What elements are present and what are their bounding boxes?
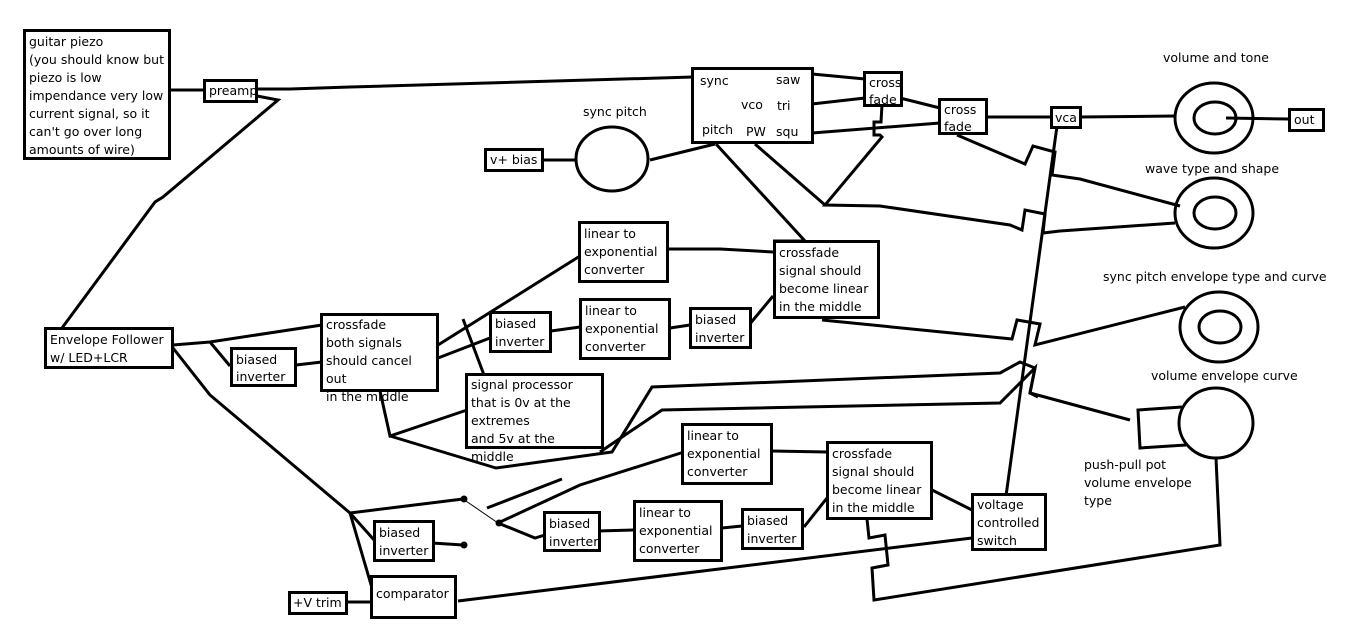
wire	[461, 318, 486, 376]
wire	[348, 512, 377, 542]
guitar-piezo-box: guitar piezo (you should know but piezo …	[23, 29, 171, 160]
wire	[754, 142, 826, 207]
vco-label: vco	[741, 97, 763, 112]
wire	[821, 104, 1176, 235]
vco-tri-port: tri	[777, 98, 791, 113]
crossfade-linear-2-box: crossfade signal should become linear in…	[826, 441, 933, 520]
vco-squ-port: squ	[776, 124, 799, 139]
volume-tone-label: volume and tone	[1163, 50, 1269, 65]
sync-env-pot-outer	[1178, 290, 1260, 364]
v-bias-box: v+ bias	[484, 148, 544, 172]
volume-tone-pot-outer	[1173, 81, 1255, 155]
biased-inverter-3-box: biased inverter	[689, 307, 752, 349]
signal-processor-box: signal processor that is 0v at the extre…	[465, 373, 604, 464]
volume-env-label: volume envelope curve	[1151, 368, 1298, 383]
wire	[486, 477, 563, 510]
wire	[771, 449, 828, 454]
vco-saw-port: saw	[776, 72, 801, 87]
crossfade-linear-1-box: crossfade signal should become linear in…	[773, 240, 880, 319]
envelope-follower-box: Envelope Follower w/ LED+LCR	[44, 327, 174, 369]
wire	[811, 121, 941, 135]
biased-inverter-2-box: biased inverter	[489, 311, 552, 353]
wire	[931, 488, 973, 512]
wire	[1079, 114, 1176, 119]
sync-env-label: sync pitch envelope type and curve	[1103, 269, 1327, 284]
wire	[721, 524, 743, 530]
lin-exp-4-box: linear to exponential converter	[633, 500, 723, 562]
crossfade-2-box: cross fade	[938, 98, 988, 135]
push-pull-switch	[1136, 405, 1187, 450]
switch-contact	[460, 495, 468, 503]
wire	[295, 360, 323, 367]
switch-contact	[460, 541, 468, 549]
wire	[348, 512, 374, 589]
preamp-box: preamp	[203, 79, 258, 103]
wire	[550, 325, 581, 333]
wire	[668, 247, 774, 254]
wave-type-label: wave type and shape	[1145, 161, 1280, 176]
biased-inverter-6-box: biased inverter	[741, 508, 804, 550]
out-box: out	[1288, 108, 1325, 132]
wire	[437, 336, 491, 360]
wire	[811, 72, 866, 81]
vco-pw-port: PW	[746, 124, 766, 139]
wire	[865, 457, 1222, 602]
wire	[172, 323, 323, 347]
wire	[171, 347, 351, 515]
vco-box: sync saw vco tri pitch PW squ	[691, 67, 814, 144]
vco-pitch-port: pitch	[702, 122, 734, 137]
wire	[256, 75, 694, 91]
switch-pivot	[495, 519, 503, 527]
wire	[899, 96, 941, 110]
crossfade-1-box: cross fade	[863, 71, 903, 107]
lin-exp-2-box: linear to exponential converter	[579, 298, 671, 360]
wave-type-pot-outer	[1173, 176, 1255, 250]
wire	[821, 305, 1186, 348]
vca-box: vca	[1050, 106, 1082, 129]
comparator-box: comparator	[370, 575, 457, 619]
wire	[208, 341, 232, 367]
voltage-switch-box: voltage controlled switch	[971, 493, 1047, 551]
v-trim-box: +V trim	[288, 591, 348, 615]
wire	[1008, 363, 1039, 399]
lin-exp-1-box: linear to exponential converter	[578, 221, 669, 283]
wire	[669, 323, 691, 330]
crossfade-cancel-box: crossfade both signals should cancel out…	[320, 313, 439, 404]
switch-lever	[462, 498, 499, 524]
wire	[497, 450, 685, 525]
wire	[60, 94, 282, 329]
wire	[497, 521, 546, 540]
wire	[431, 541, 464, 547]
lin-exp-3-box: linear to exponential converter	[681, 423, 773, 485]
sync-pitch-pot	[574, 125, 650, 193]
push-pull-label: push-pull pot volume envelope type	[1084, 457, 1192, 508]
wire	[714, 142, 807, 243]
wire	[596, 528, 635, 533]
wire	[811, 96, 866, 106]
biased-inverter-1-box: biased inverter	[230, 347, 297, 387]
wave-type-pot-inner	[1192, 195, 1238, 231]
wire	[437, 254, 581, 347]
wire	[956, 133, 1181, 208]
biased-inverter-4-box: biased inverter	[373, 520, 435, 562]
wire	[1004, 125, 1059, 497]
vco-sync-port: sync	[700, 73, 729, 88]
wire	[802, 497, 829, 528]
wire	[649, 142, 716, 162]
sync-pitch-label: sync pitch	[583, 104, 647, 119]
wire	[457, 536, 973, 603]
biased-inverter-5-box: biased inverter	[543, 511, 601, 552]
volume-env-pot	[1177, 386, 1255, 460]
sync-env-pot-inner	[1197, 309, 1243, 345]
wire	[349, 497, 464, 515]
wire	[599, 391, 1012, 454]
wire	[747, 295, 775, 326]
volume-tone-pot-inner	[1192, 100, 1238, 136]
